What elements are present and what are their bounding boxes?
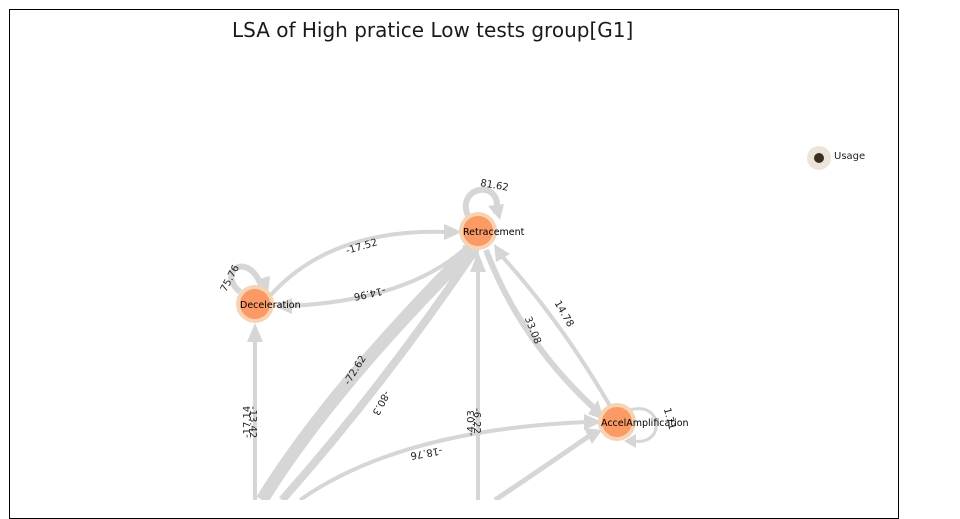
- edge-deceleration-retracement: [268, 229, 449, 298]
- edge-bottomleft-accel: [298, 420, 587, 500]
- edge-arrow-accel-retracement: [494, 244, 510, 262]
- edge-label-retracement-self: 81.62: [479, 178, 509, 194]
- edge-label-bottomleft-deceleration-a: -17.14: [242, 406, 253, 438]
- node-circle: [602, 407, 632, 437]
- edge-retracement-accel: [483, 248, 599, 413]
- self-loop-arrow-retracement: [488, 204, 504, 220]
- self-loop-arrow-accel: [624, 434, 636, 448]
- node-label-accel-amplification: AccelAmplification: [601, 418, 689, 429]
- node-accel-amplification[interactable]: AccelAmplification: [598, 403, 689, 441]
- edge-label-bottommid-retracement-b: -6.22: [471, 408, 482, 434]
- edge-arrow-deceleration-retracement: [444, 224, 462, 240]
- node-label-deceleration: Deceleration: [240, 300, 301, 311]
- node-retracement[interactable]: Retracement: [459, 212, 525, 250]
- legend-dot: [814, 153, 824, 163]
- edge-bottomleft-retracement-b: [279, 249, 478, 500]
- edge-arrow-deceleration: [247, 323, 263, 342]
- edge-arrow-retracement-deceleration: [274, 298, 292, 314]
- diagram-title: LSA of High pratice Low tests group[G1]: [232, 18, 634, 42]
- self-loop-accel: [629, 407, 658, 443]
- edges: [228, 186, 658, 500]
- self-loop-retracement: [462, 186, 501, 218]
- node-deceleration[interactable]: Deceleration: [236, 285, 301, 323]
- self-loop-deceleration: [228, 263, 265, 295]
- edge-arrow-bottommid-accel: [584, 428, 602, 444]
- edge-bottommid-accel: [493, 431, 594, 500]
- legend: Usage: [807, 146, 865, 170]
- edge-label-bottomleft-deceleration-b: -13.42: [247, 406, 258, 438]
- legend-label-usage: Usage: [834, 151, 865, 162]
- edge-bottomleft-retracement-a: [256, 245, 475, 500]
- edge-accel-retracement: [498, 252, 612, 408]
- edge-label-bottommid-retracement-a: -4.03: [466, 410, 477, 436]
- node-label-retracement: Retracement: [463, 227, 525, 238]
- node-circle: [240, 289, 270, 319]
- edge-arrow-bottomleft-accel: [584, 414, 602, 430]
- network-diagram: 81.62 75.76 1.71 -17.52 -14.96 -72.62 -8…: [219, 146, 865, 500]
- edge-retracement-deceleration: [289, 244, 470, 308]
- edge-arrow-retracement-vertical: [470, 252, 486, 272]
- node-circle: [463, 216, 493, 246]
- edge-label-retracement-deceleration: -14.96: [353, 284, 387, 301]
